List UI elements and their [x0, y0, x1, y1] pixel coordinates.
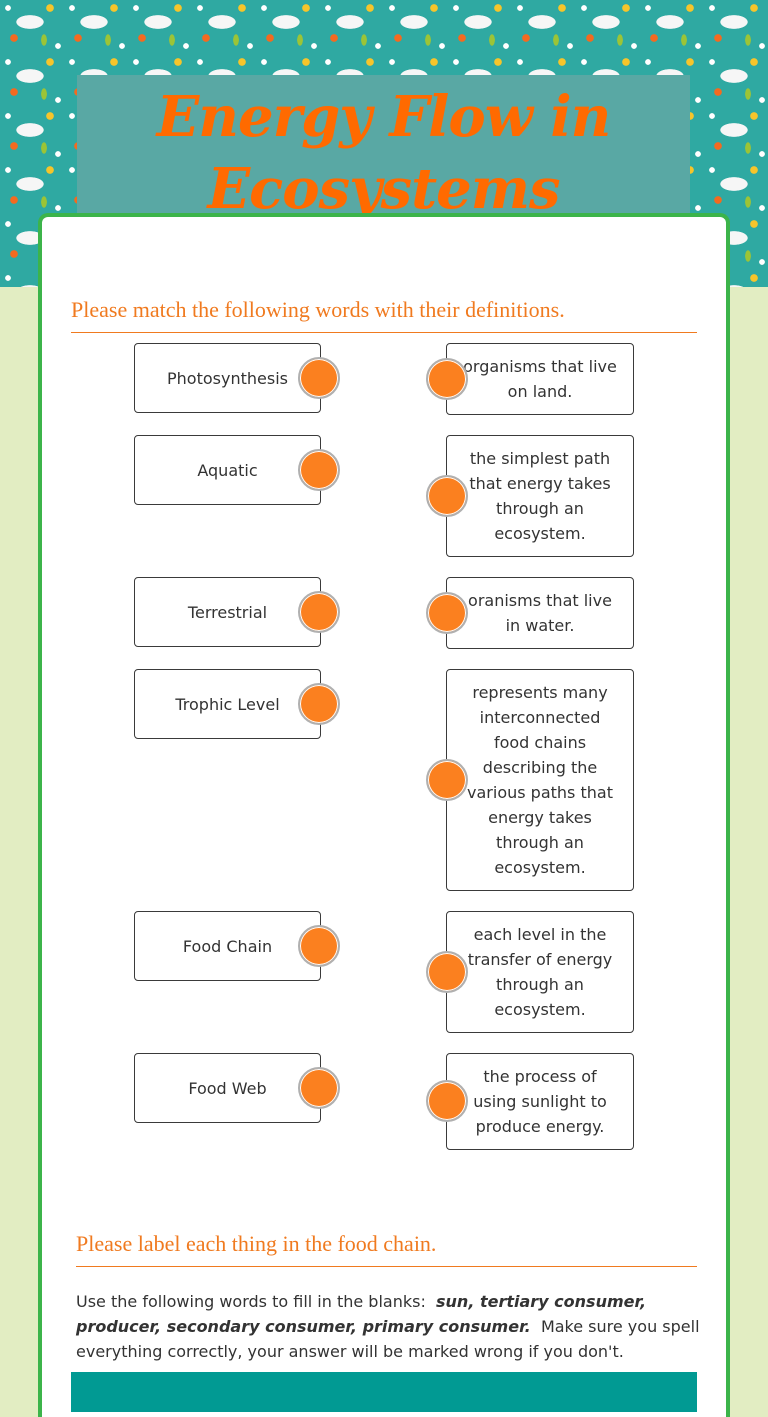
term-photosynthesis[interactable]: Photosynthesis [134, 343, 321, 413]
definition-sunlight-process[interactable]: the process of using sunlight to produce… [446, 1053, 634, 1150]
term-label: Food Chain [182, 936, 273, 956]
term-terrestrial[interactable]: Terrestrial [134, 577, 321, 647]
term-label: Food Web [188, 1078, 267, 1098]
instructions-warning: Make sure you spell everything correctly… [76, 1317, 700, 1361]
matching-heading-rule [71, 332, 697, 333]
term-label: Photosynthesis [167, 368, 288, 388]
definition-connector-dot[interactable] [426, 951, 468, 993]
definition-connector-dot[interactable] [426, 1080, 468, 1122]
term-connector-dot[interactable] [298, 1067, 340, 1109]
term-connector-dot[interactable] [298, 925, 340, 967]
labeling-heading-rule [76, 1266, 697, 1267]
term-food-chain[interactable]: Food Chain [134, 911, 321, 981]
term-connector-dot[interactable] [298, 449, 340, 491]
term-connector-dot[interactable] [298, 591, 340, 633]
food-chain-diagram-header [71, 1372, 697, 1412]
title-banner: Energy Flow in Ecosystems [77, 75, 690, 222]
definition-transfer-level[interactable]: each level in the transfer of energy thr… [446, 911, 634, 1033]
labeling-instructions: Use the following words to fill in the b… [76, 1289, 706, 1364]
term-connector-dot[interactable] [298, 683, 340, 725]
definition-simplest-path[interactable]: the simplest path that energy takes thro… [446, 435, 634, 557]
instructions-intro: Use the following words to fill in the b… [76, 1292, 426, 1311]
worksheet-title: Energy Flow in Ecosystems [156, 84, 612, 222]
labeling-heading: Please label each thing in the food chai… [76, 1231, 437, 1256]
term-label: Terrestrial [187, 602, 268, 622]
definition-connector-dot[interactable] [426, 592, 468, 634]
definition-label: the process of using sunlight to produce… [473, 1067, 607, 1136]
term-label: Aquatic [197, 460, 258, 480]
matching-heading: Please match the following words with th… [71, 297, 565, 322]
definition-interconnected-food-chains[interactable]: represents many interconnected food chai… [446, 669, 634, 891]
definition-connector-dot[interactable] [426, 358, 468, 400]
definition-label: represents many interconnected food chai… [467, 683, 613, 877]
term-food-web[interactable]: Food Web [134, 1053, 321, 1123]
definition-label: oranisms that live in water. [468, 591, 612, 635]
definition-label: the simplest path that energy takes thro… [469, 449, 611, 543]
term-connector-dot[interactable] [298, 357, 340, 399]
word-bank: sun, tertiary consumer, producer, second… [76, 1292, 647, 1336]
definition-label: each level in the transfer of energy thr… [467, 925, 613, 1019]
definition-connector-dot[interactable] [426, 475, 468, 517]
definition-label: organisms that live on land. [463, 357, 617, 401]
definition-connector-dot[interactable] [426, 759, 468, 801]
definition-live-on-land[interactable]: organisms that live on land. [446, 343, 634, 415]
term-trophic-level[interactable]: Trophic Level [134, 669, 321, 739]
definition-live-in-water[interactable]: oranisms that live in water. [446, 577, 634, 649]
term-aquatic[interactable]: Aquatic [134, 435, 321, 505]
worksheet-card: Please match the following words with th… [38, 213, 730, 1417]
term-label: Trophic Level [175, 694, 280, 714]
